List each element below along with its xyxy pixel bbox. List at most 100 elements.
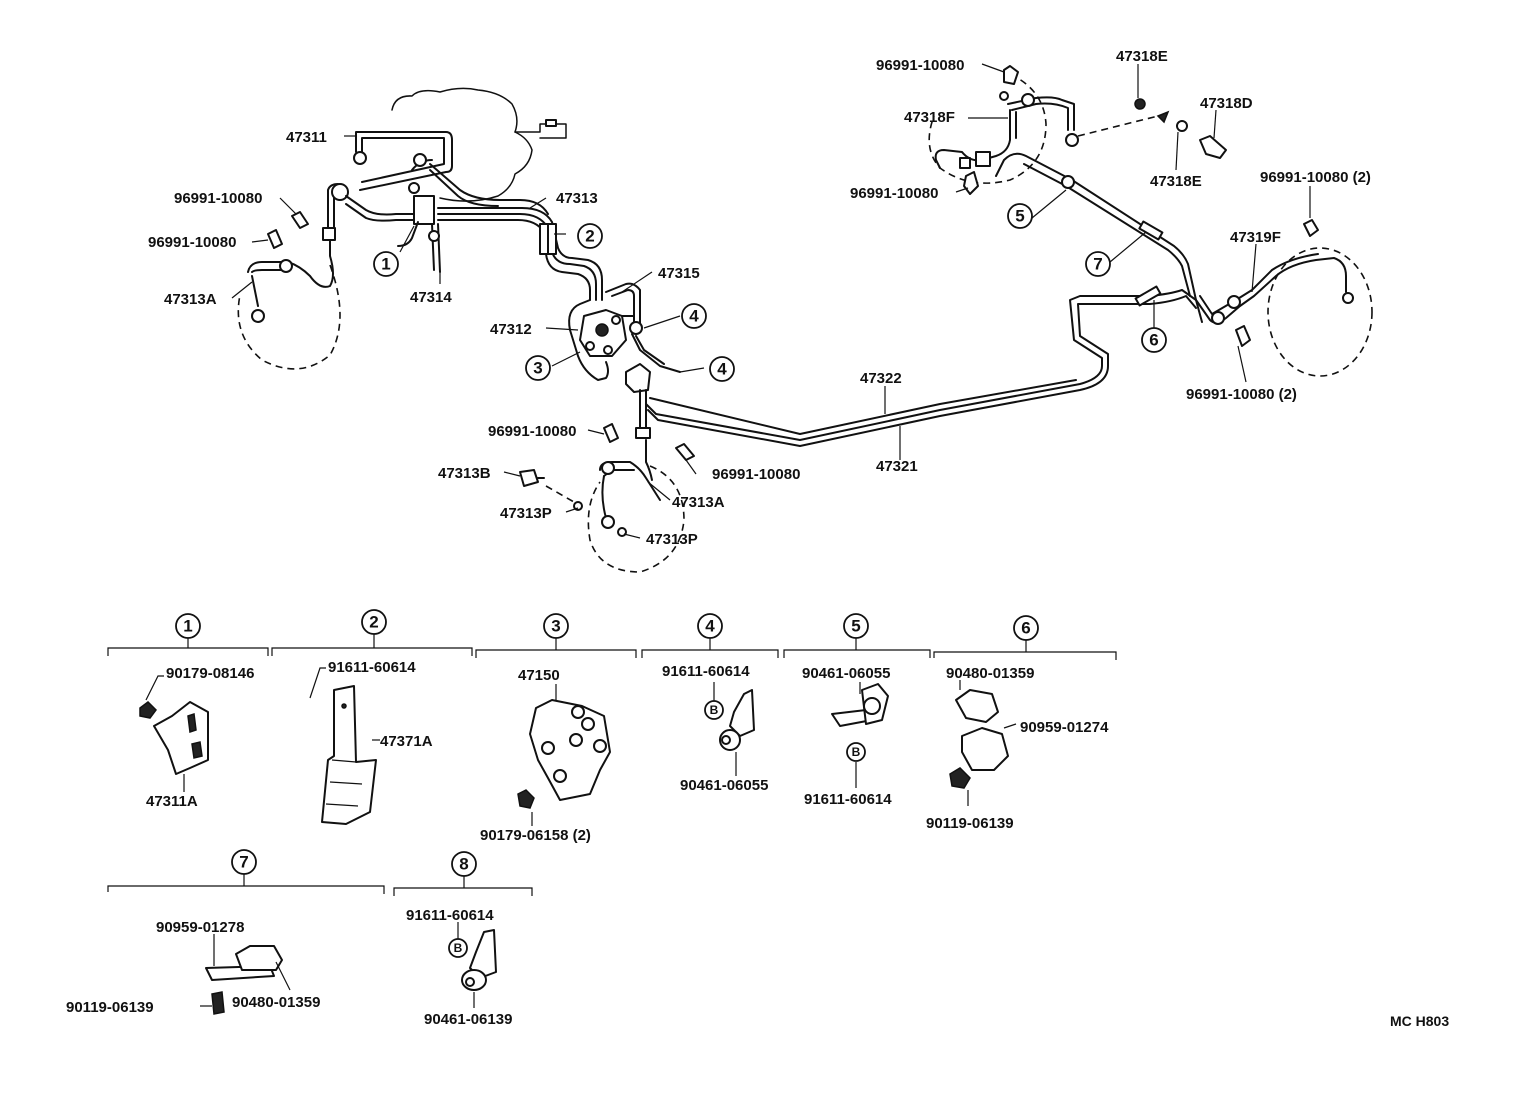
label-47318f: 47318F bbox=[904, 109, 955, 126]
callout-7: 7 bbox=[1085, 251, 1111, 277]
group-2-parts bbox=[309, 667, 380, 825]
group-2-label-b: 47371A bbox=[380, 733, 433, 750]
label-96991-10080-b: 96991-10080 bbox=[148, 234, 236, 251]
label-47313p-a: 47313P bbox=[500, 505, 552, 522]
group-6-label-a: 90480-01359 bbox=[946, 665, 1034, 682]
svg-text:7: 7 bbox=[239, 853, 248, 872]
group-2-marker: 2 bbox=[361, 609, 387, 635]
label-47313a-bottom: 47313A bbox=[672, 494, 725, 511]
diagram-code: MC H803 bbox=[1390, 1013, 1449, 1029]
label-47313a-top: 47313A bbox=[164, 291, 217, 308]
group-7-label-a: 90959-01278 bbox=[156, 919, 244, 936]
label-47313p-b: 47313P bbox=[646, 531, 698, 548]
group-3-parts bbox=[517, 684, 611, 826]
front-right-wheel bbox=[519, 439, 685, 573]
front-left-wheel bbox=[237, 183, 349, 370]
svg-text:6: 6 bbox=[1149, 331, 1158, 350]
group-5-label-a: 90461-06055 bbox=[802, 665, 890, 682]
bolt-mark-b-5: B bbox=[852, 745, 861, 759]
svg-text:6: 6 bbox=[1021, 619, 1030, 638]
group-6-label-b: 90959-01274 bbox=[1020, 719, 1109, 736]
svg-text:4: 4 bbox=[705, 617, 715, 636]
svg-text:3: 3 bbox=[533, 359, 542, 378]
label-47314: 47314 bbox=[410, 289, 452, 306]
label-96991-10080-d: 96991-10080 bbox=[712, 466, 800, 483]
callout-2: 2 bbox=[577, 223, 603, 249]
svg-text:1: 1 bbox=[183, 617, 192, 636]
group-1-parts bbox=[139, 675, 209, 792]
callout-4a: 4 bbox=[681, 303, 707, 329]
group-6-parts bbox=[949, 680, 1017, 806]
front-brake-lines bbox=[345, 131, 603, 301]
group-numbers: 1 2 3 4 5 6 7 8 bbox=[175, 609, 1039, 877]
svg-text:7: 7 bbox=[1093, 255, 1102, 274]
label-96991-10080-h: 96991-10080 (2) bbox=[1186, 386, 1297, 403]
group-5-label-b: 91611-60614 bbox=[804, 791, 892, 808]
bolt-mark-b-4: B bbox=[710, 703, 719, 717]
group-4-label-b: 90461-06055 bbox=[680, 777, 768, 794]
group-8-marker: 8 bbox=[451, 851, 477, 877]
label-47319f: 47319F bbox=[1230, 229, 1281, 246]
callout-markers: 1 2 3 4 4 5 7 6 bbox=[373, 203, 1167, 382]
label-47318d: 47318D bbox=[1200, 95, 1253, 112]
group-7-marker: 7 bbox=[231, 849, 257, 875]
group-8-label-a: 91611-60614 bbox=[406, 907, 494, 924]
svg-text:2: 2 bbox=[369, 613, 378, 632]
label-47318e-a: 47318E bbox=[1116, 48, 1168, 65]
callout-5: 5 bbox=[1007, 203, 1033, 229]
rear-right-wheel bbox=[1195, 219, 1373, 377]
label-47312: 47312 bbox=[490, 321, 532, 338]
group-7-label-c: 90119-06139 bbox=[66, 999, 154, 1016]
callout-4b: 4 bbox=[709, 356, 735, 382]
label-47313b: 47313B bbox=[438, 465, 491, 482]
label-47321: 47321 bbox=[876, 458, 918, 475]
svg-text:4: 4 bbox=[717, 360, 727, 379]
label-47311: 47311 bbox=[286, 129, 327, 146]
group-1-label-a: 90179-08146 bbox=[166, 665, 254, 682]
callout-3: 3 bbox=[525, 355, 551, 381]
group-5-marker: 5 bbox=[843, 613, 869, 639]
group-1-marker: 1 bbox=[175, 613, 201, 639]
group-6-label-c: 90119-06139 bbox=[926, 815, 1014, 832]
label-96991-10080-e: 96991-10080 bbox=[876, 57, 964, 74]
label-96991-10080-a: 96991-10080 bbox=[174, 190, 262, 207]
group-3-label-b: 90179-06158 (2) bbox=[480, 827, 591, 844]
group-5-parts: B bbox=[831, 682, 889, 788]
svg-text:5: 5 bbox=[851, 617, 860, 636]
group-4-marker: 4 bbox=[697, 613, 723, 639]
svg-text:5: 5 bbox=[1015, 207, 1024, 226]
label-47315: 47315 bbox=[658, 265, 700, 282]
label-47322: 47322 bbox=[860, 370, 902, 387]
rear-left-wheel bbox=[928, 65, 1227, 195]
group-labels: 90179-08146 47311A 91611-60614 47371A 47… bbox=[66, 659, 1449, 1029]
group-8-parts: B bbox=[448, 922, 497, 1008]
group-3-marker: 3 bbox=[543, 613, 569, 639]
part-labels: 47311 96991-10080 96991-10080 47313A 473… bbox=[148, 48, 1371, 548]
group-6-marker: 6 bbox=[1013, 615, 1039, 641]
group-7-label-b: 90480-01359 bbox=[232, 994, 320, 1011]
svg-text:3: 3 bbox=[551, 617, 560, 636]
bolt-mark-b-8: B bbox=[454, 941, 463, 955]
brake-booster bbox=[391, 87, 567, 202]
label-96991-10080-f: 96991-10080 bbox=[850, 185, 938, 202]
rear-brake-lines bbox=[995, 152, 1197, 307]
proportioning-valve bbox=[568, 282, 1203, 447]
group-3-label-a: 47150 bbox=[518, 667, 560, 684]
group-7-parts bbox=[200, 934, 291, 1015]
group-4-parts: B bbox=[704, 682, 755, 776]
callout-6: 6 bbox=[1141, 327, 1167, 353]
svg-text:4: 4 bbox=[689, 307, 699, 326]
svg-text:2: 2 bbox=[585, 227, 594, 246]
label-96991-10080-g: 96991-10080 (2) bbox=[1260, 169, 1371, 186]
clip-parts bbox=[267, 211, 695, 461]
group-1-label-b: 47311A bbox=[146, 793, 198, 810]
label-47318e-b: 47318E bbox=[1150, 173, 1202, 190]
group-8-label-b: 90461-06139 bbox=[424, 1011, 512, 1028]
group-4-label-a: 91611-60614 bbox=[662, 663, 750, 680]
leader-lines bbox=[231, 63, 1311, 539]
callout-1: 1 bbox=[373, 251, 399, 277]
svg-text:8: 8 bbox=[459, 855, 468, 874]
svg-text:1: 1 bbox=[381, 255, 390, 274]
group-2-label-a: 91611-60614 bbox=[328, 659, 416, 676]
